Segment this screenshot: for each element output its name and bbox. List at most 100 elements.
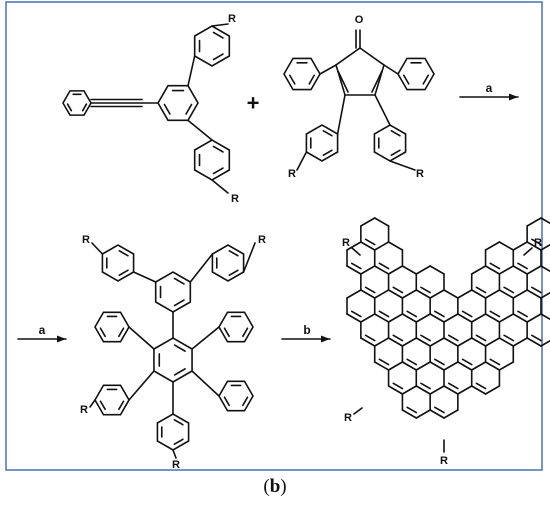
graphene-bond: [415, 361, 431, 371]
bond: [353, 407, 363, 415]
bond: [172, 449, 177, 459]
ring-double-bond: [173, 438, 184, 445]
graphene-bond: [373, 217, 390, 227]
substituent-r: R: [344, 412, 352, 424]
graphene-bond: [360, 217, 376, 227]
caption-letter: b: [269, 476, 281, 497]
graphene-bond: [526, 289, 542, 299]
ring-double-bond: [434, 406, 445, 414]
graphene-bond: [498, 241, 515, 251]
ring-double-bond: [364, 286, 376, 294]
plus-sign: +: [247, 91, 260, 116]
ring-double-bond: [434, 310, 445, 318]
substituent-r: R: [288, 168, 296, 180]
ring-double-bond: [223, 327, 230, 338]
ring-double-bond: [475, 382, 487, 390]
graphene-bond: [387, 241, 404, 251]
graphene-bond: [498, 361, 515, 371]
ring-double-bond: [517, 310, 528, 318]
graphene-bond: [401, 265, 418, 275]
graphene-bond: [484, 265, 501, 275]
graphene-bond: [512, 241, 528, 251]
graphene-bond: [415, 385, 431, 395]
graphene-bond: [443, 289, 459, 299]
graphene-bond: [346, 313, 362, 323]
graphene-bond: [443, 361, 459, 371]
ring-double-bond: [99, 327, 106, 338]
graphene-bond: [429, 337, 445, 347]
ring-double-bond: [403, 74, 410, 85]
graphene-bond: [470, 385, 487, 395]
step-label-b: b: [303, 323, 310, 337]
ring-double-bond: [118, 327, 125, 338]
ring-double-bond: [242, 327, 249, 338]
ring-double-bond: [461, 358, 473, 366]
bond: [336, 94, 346, 135]
bond: [351, 247, 361, 256]
bond: [189, 253, 214, 283]
ring-double-bond: [212, 145, 224, 153]
phenyl-ring: [62, 90, 92, 116]
carbonyl-oxygen: O: [355, 14, 364, 26]
graphene-bond: [373, 337, 390, 347]
graphene-bond: [360, 289, 376, 299]
graphene-bond: [346, 241, 362, 251]
substituent-r: R: [80, 404, 88, 416]
substituent-r: R: [228, 13, 236, 25]
ring-double-bond: [185, 103, 193, 115]
graphene-bond: [360, 313, 376, 323]
structures-layer: [17, 23, 550, 459]
graphene-bond: [360, 265, 376, 275]
ring-double-bond: [447, 334, 459, 342]
substituent-r: R: [416, 168, 424, 180]
ring-double-bond: [322, 130, 333, 137]
ring-double-bond: [173, 277, 185, 285]
graphene-bond: [429, 313, 445, 323]
ring-double-bond: [420, 382, 431, 390]
graphene-bond: [429, 385, 445, 395]
ring-double-bond: [489, 358, 501, 366]
ring-double-bond: [364, 238, 376, 246]
ring-double-bond: [517, 262, 528, 270]
bond: [187, 55, 196, 87]
ring-double-bond: [163, 103, 171, 115]
ring-double-bond: [81, 103, 88, 112]
graphene-bond: [415, 409, 431, 419]
graphene-bond: [498, 289, 515, 299]
graphene-bond: [526, 337, 542, 347]
graphene-bond: [457, 361, 473, 371]
graphene-bond: [526, 217, 542, 227]
bond: [187, 119, 213, 141]
ring-double-bond: [475, 286, 487, 294]
graphene-bond: [429, 361, 445, 371]
ring-double-bond: [223, 396, 230, 407]
ring-double-bond: [308, 74, 315, 85]
bond: [191, 370, 220, 397]
bond: [211, 179, 229, 194]
graphene-bond: [470, 289, 487, 299]
graphene-bond: [457, 313, 473, 323]
graphene-bond: [429, 409, 445, 419]
graphene-bond: [387, 337, 404, 347]
graphene-bond: [526, 265, 542, 275]
graphene-bond: [498, 313, 515, 323]
graphene-bond: [484, 385, 501, 395]
graphene-bond: [429, 289, 445, 299]
graphene-bond: [470, 313, 487, 323]
ring-double-bond: [212, 31, 224, 39]
graphene-bond: [470, 361, 487, 371]
bond: [523, 247, 533, 256]
ring-double-bond: [392, 286, 404, 294]
ring-double-bond: [447, 382, 459, 390]
graphene-bond: [443, 385, 459, 395]
graphene-bond: [540, 265, 550, 273]
step-label-a: a: [486, 81, 493, 95]
graphene-bond: [540, 291, 550, 299]
graphene-bond: [360, 241, 376, 251]
ring-double-bond: [337, 70, 349, 93]
graphene-bond: [540, 313, 550, 321]
graphene-bond: [387, 385, 404, 395]
ring-double-bond: [173, 299, 185, 307]
ring-double-bond: [378, 358, 390, 366]
